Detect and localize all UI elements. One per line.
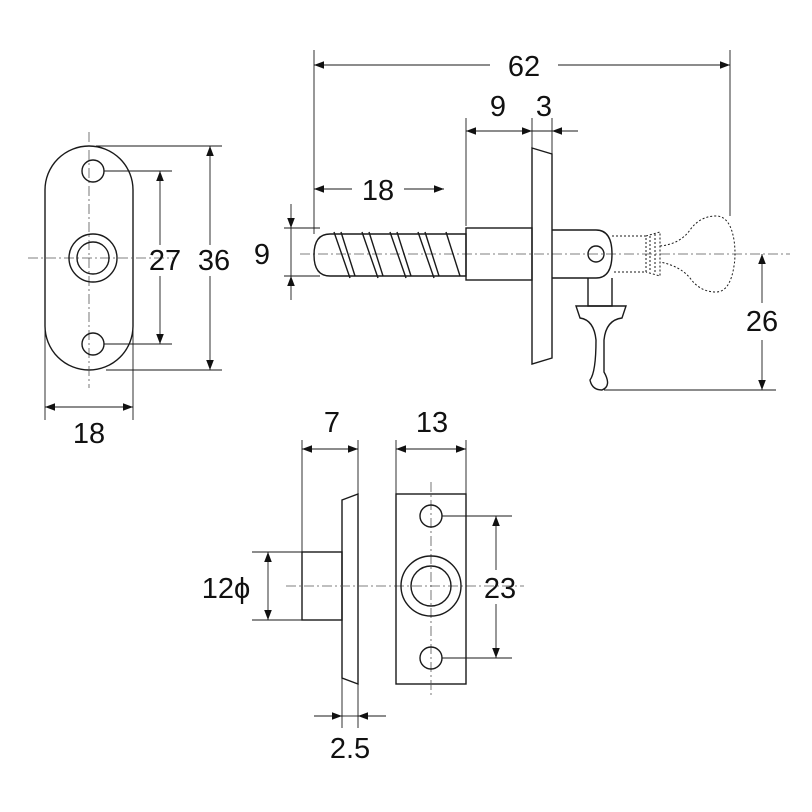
bolt-flange	[531, 147, 553, 365]
receiver-socket-inner	[410, 565, 452, 607]
plate-boss-inner	[76, 241, 110, 275]
dim-label-27: 27	[149, 245, 181, 277]
plate-bottom-hole	[81, 332, 105, 356]
dim-label-2-5: 2.5	[330, 733, 370, 765]
receiver-flange	[341, 492, 359, 686]
bolt-lever	[587, 278, 613, 307]
screw-shaft	[313, 233, 467, 277]
dim-label-13: 13	[416, 407, 448, 439]
bolt-lever-handle	[575, 305, 627, 391]
receiver-socket-outer	[400, 555, 462, 617]
dim-label-36: 36	[198, 245, 230, 277]
dim-label-7: 7	[324, 407, 340, 439]
dim-label-18-screw: 18	[362, 175, 394, 207]
dim-label-26: 26	[746, 306, 778, 338]
dim-label-18-width: 18	[73, 418, 105, 450]
knob-alt-position	[612, 215, 736, 293]
dim-label-9-dia: 9	[254, 239, 270, 271]
receiver-view: 7 13 12ϕ 23 2.5	[202, 407, 524, 765]
dim-label-62: 62	[508, 51, 540, 83]
screw-thread	[333, 231, 461, 279]
plate-boss-outer	[68, 233, 118, 283]
pivot-pin	[587, 245, 605, 263]
dim-label-9-collar: 9	[490, 91, 506, 123]
dim-label-12-phi: 12ϕ	[202, 573, 251, 605]
bolt-side-view: 62 9 3 18 9 26	[254, 50, 790, 391]
plate-top-hole	[81, 159, 105, 183]
pivot-body	[552, 229, 613, 279]
dim-label-23: 23	[484, 573, 516, 605]
dim-label-3: 3	[536, 91, 552, 123]
mounting-plate-view: 27 36 18	[28, 132, 230, 450]
